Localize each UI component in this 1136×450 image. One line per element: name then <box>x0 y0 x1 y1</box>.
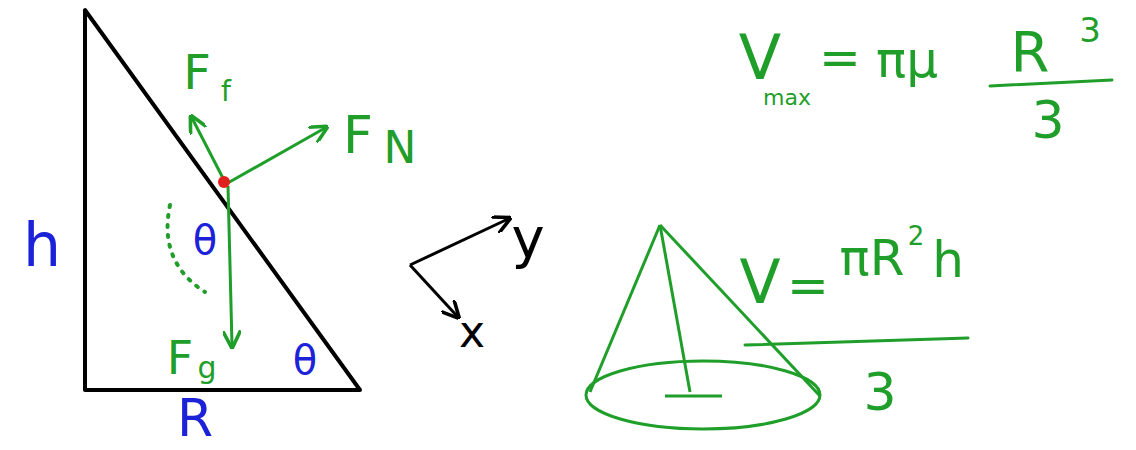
formula-symbol: V <box>739 27 781 89</box>
formula-symbol: πμ <box>876 35 938 85</box>
force-subscript: g <box>197 353 216 383</box>
formula-denominator: 3 <box>1031 94 1064 146</box>
formula-symbol: = <box>819 33 861 83</box>
formula-symbol: V <box>739 252 780 312</box>
axis-label: x <box>459 310 485 354</box>
cone-base <box>586 361 820 429</box>
angle-label: θ <box>193 220 217 260</box>
force-label: F <box>343 109 373 161</box>
formula-symbol: R <box>1011 24 1050 80</box>
y-axis <box>410 219 508 265</box>
formula-symbol: = <box>787 261 829 311</box>
fraction-bar <box>745 338 968 345</box>
cone-radius <box>665 395 722 398</box>
force-label: F <box>167 335 193 381</box>
force-label: F <box>183 48 211 96</box>
radius-label: R <box>177 392 213 444</box>
formula-denominator: 3 <box>863 366 896 418</box>
formula-exponent: 3 <box>1079 13 1101 47</box>
formula-symbol: πR <box>840 233 905 283</box>
force-subscript: f <box>221 78 231 106</box>
axis-label: y <box>511 210 544 266</box>
cone-side <box>590 225 660 392</box>
angle-label: θ <box>293 340 317 380</box>
formula-subscript: max <box>763 87 811 109</box>
height-label: h <box>23 215 61 275</box>
friction-arrow <box>192 118 226 184</box>
formula-symbol: h <box>932 235 964 285</box>
incline-triangle <box>85 10 360 390</box>
gravity-arrow <box>228 186 232 345</box>
normal-arrow <box>226 128 325 184</box>
formula-exponent: 2 <box>908 223 925 249</box>
x-axis <box>410 265 457 316</box>
force-subscript: N <box>384 126 417 170</box>
contact-dot <box>218 176 230 188</box>
fraction-bar <box>990 80 1112 86</box>
cone-axis <box>660 225 690 392</box>
